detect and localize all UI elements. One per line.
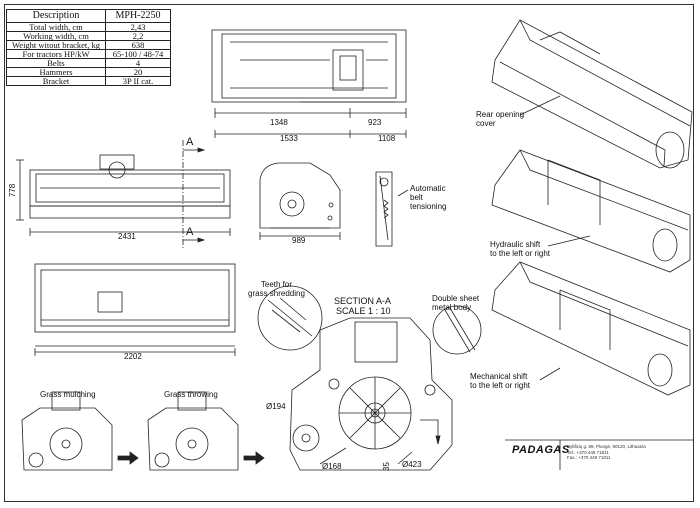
label-grass-mulching: Grass mulching: [40, 390, 96, 399]
label-grass-throwing: Grass throwing: [164, 390, 218, 399]
brand-address: Byliškių g. 89, Plungė, 90120, Lithuania…: [567, 444, 646, 460]
spec-value: 3P II cat.: [105, 76, 171, 86]
grass-throwing-drawing: [147, 391, 265, 471]
dim-top-total-left: 1533: [280, 134, 298, 143]
dim-rear-width: 2202: [124, 352, 142, 361]
rear-view-drawing: [34, 263, 236, 356]
dim-d168: Ø168: [322, 462, 342, 471]
rear-cover-leader: [519, 95, 561, 116]
teeth-detail-lines: [267, 297, 313, 337]
dim-top-left: 1348: [270, 118, 288, 127]
dim-d194: Ø194: [266, 402, 286, 411]
dim-side-width: 2431: [118, 232, 136, 241]
mechanical-leader: [539, 367, 561, 381]
drawing-frame: [4, 4, 694, 502]
hydraulic-leader: [547, 235, 591, 247]
tensioner-detail: [375, 171, 409, 247]
belt-side-drawing: [259, 162, 341, 240]
top-view-drawing: [211, 29, 407, 138]
section-title: SECTION A-A: [334, 296, 392, 306]
dim-top-total-right: 1108: [378, 134, 396, 143]
dim-top-right: 923: [368, 118, 382, 127]
brand-logo: PADAGAS: [512, 444, 570, 456]
double-sheet-detail-lines: [444, 307, 476, 353]
callout-mechanical: Mechanical shift to the left or right: [470, 372, 531, 390]
side-view-drawing: [16, 140, 231, 248]
mechanical-shift-3d-view: [491, 261, 691, 396]
dim-d423: Ø423: [402, 460, 422, 469]
callout-rear-cover: Rear opening cover: [476, 110, 525, 128]
dim-side-height: 778: [8, 183, 18, 198]
teeth-detail-circle: [257, 285, 323, 351]
rear-cover-3d-view: [491, 19, 693, 169]
dim-gap: 35: [381, 462, 391, 471]
hydraulic-shift-3d-view: [491, 149, 691, 273]
section-marker-bottom: A: [186, 226, 194, 238]
double-sheet-detail-circle: [432, 305, 482, 355]
section-a-a-drawing: [289, 317, 453, 471]
section-scale: SCALE 1 : 10: [336, 306, 391, 316]
dim-belt-width: 989: [292, 236, 306, 245]
grass-mulching-drawing: [21, 391, 139, 471]
callout-double-sheet: Double sheet metal body: [432, 294, 480, 312]
callout-teeth: Teeth for grass shredding: [248, 280, 305, 298]
callout-hydraulic: Hydraulic shift to the left or right: [490, 240, 551, 258]
callout-auto-belt: Automatic belt tensioning: [410, 184, 447, 211]
section-marker-top: A: [186, 136, 194, 148]
